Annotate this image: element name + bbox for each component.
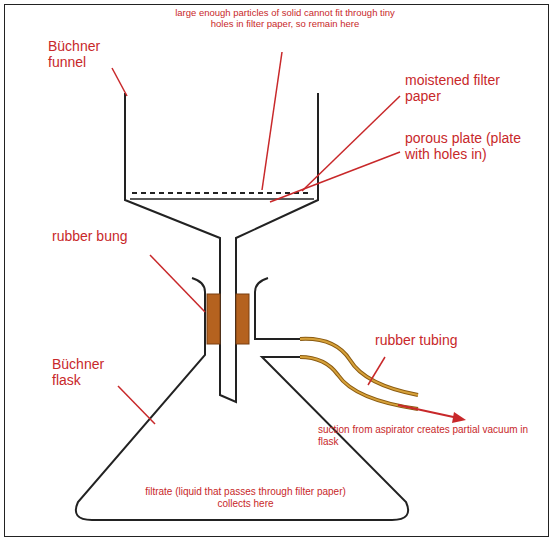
part-label: moistened filter paper bbox=[405, 72, 515, 104]
part-label: rubber bung bbox=[52, 228, 162, 244]
part-label: Büchner funnel bbox=[48, 38, 128, 70]
note-label: suction from aspirator creates partial v… bbox=[318, 424, 533, 447]
part-label: rubber tubing bbox=[375, 332, 495, 348]
note-label: filtrate (liquid that passes through fil… bbox=[138, 486, 353, 509]
part-label: Büchner flask bbox=[52, 356, 132, 388]
part-label: porous plate (plate with holes in) bbox=[405, 130, 535, 162]
note-label: large enough particles of solid cannot f… bbox=[175, 8, 395, 30]
